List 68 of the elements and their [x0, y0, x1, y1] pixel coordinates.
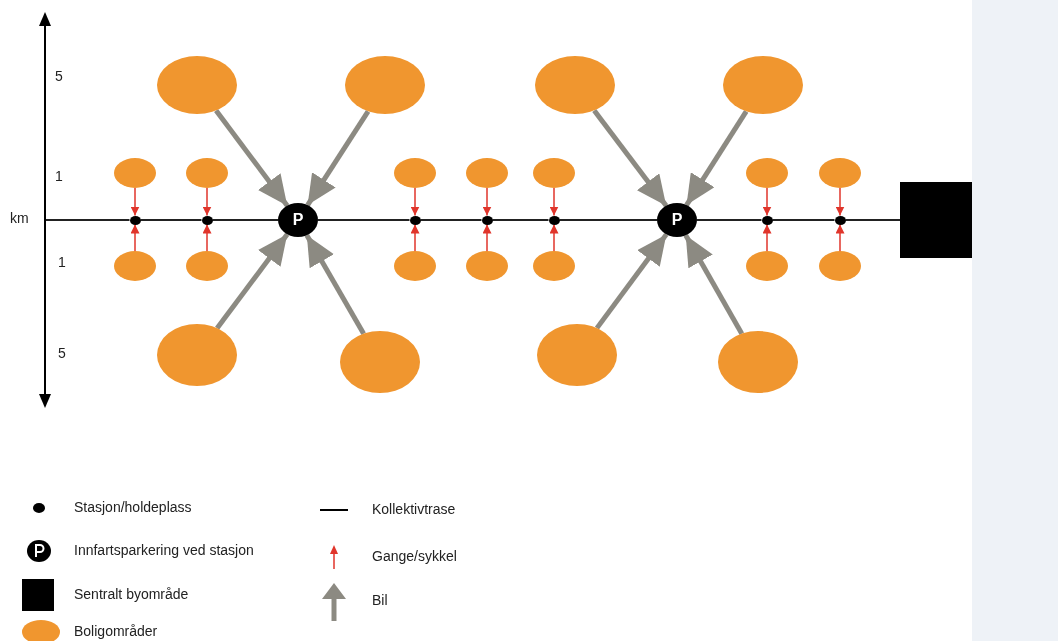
walk-cycle-arrow [130, 187, 140, 217]
walk-cycle-arrow [835, 187, 845, 217]
walk-cycle-arrow [482, 187, 492, 217]
axis-label: 5 [55, 68, 63, 84]
legend-label: Innfartsparkering ved stasjon [74, 542, 254, 558]
residential-area-ellipse [819, 251, 861, 281]
residential-area-ellipse [533, 158, 575, 188]
station-dot [761, 215, 773, 225]
car-arrow [594, 232, 669, 330]
legend-label: Kollektivtrase [372, 501, 456, 517]
station-dot [201, 215, 213, 225]
residential-area-ellipse [466, 158, 508, 188]
car-arrow [683, 234, 744, 335]
residential-area-ellipse [114, 251, 156, 281]
residential-area-ellipse [186, 251, 228, 281]
transit-line [696, 219, 763, 221]
walk-cycle-arrow [410, 223, 420, 252]
residential-area-ellipse [186, 158, 228, 188]
city-centre-square [900, 182, 972, 258]
transit-line [211, 219, 279, 221]
axis-label: 5 [58, 345, 66, 361]
legend-label: Stasjon/holdeplass [74, 499, 192, 515]
car-arrow [215, 232, 290, 330]
walk-cycle-arrow [835, 223, 845, 252]
transit-line [139, 219, 203, 221]
walk-cycle-arrow [202, 223, 212, 252]
axis-label: 1 [58, 254, 66, 270]
residential-area-ellipse [466, 251, 508, 281]
residential-area-ellipse [114, 158, 156, 188]
walk-cycle-arrow [130, 223, 140, 252]
transit-line [558, 219, 658, 221]
station-dot [481, 215, 493, 225]
axis-label: 1 [55, 168, 63, 184]
station-dot [129, 215, 141, 225]
transit-line [44, 219, 131, 221]
transit-line [844, 219, 901, 221]
car-arrow [592, 108, 669, 208]
walk-cycle-arrow [549, 223, 559, 252]
park-and-ride-circle: P [278, 203, 318, 237]
walk-cycle-arrow [202, 187, 212, 217]
car-arrow [684, 110, 749, 207]
residential-area-ellipse [394, 251, 436, 281]
car-arrow [304, 234, 366, 335]
walk-cycle-arrow [410, 187, 420, 217]
transit-line [771, 219, 836, 221]
residential-area-ellipse [394, 158, 436, 188]
residential-area-ellipse [819, 158, 861, 188]
car-arrow [214, 109, 290, 208]
legend-label: Boligområder [74, 623, 158, 639]
station-dot [409, 215, 421, 225]
station-dot [548, 215, 560, 225]
station-dot [834, 215, 846, 225]
walk-cycle-arrow [762, 223, 772, 252]
car-arrow [305, 109, 371, 207]
residential-area-ellipse [746, 158, 788, 188]
park-and-ride-circle: P [657, 203, 697, 237]
transit-line [419, 219, 483, 221]
axis-label: km [10, 210, 29, 226]
transit-line [491, 219, 550, 221]
legend-label: Sentralt byområde [74, 586, 189, 602]
residential-area-ellipse [533, 251, 575, 281]
walk-cycle-arrow [762, 187, 772, 217]
residential-area-ellipse [746, 251, 788, 281]
legend-label: Gange/sykkel [372, 548, 457, 564]
legend-label: Bil [372, 592, 388, 608]
transit-line [317, 219, 411, 221]
walk-cycle-arrow [549, 187, 559, 217]
walk-cycle-arrow [482, 223, 492, 252]
